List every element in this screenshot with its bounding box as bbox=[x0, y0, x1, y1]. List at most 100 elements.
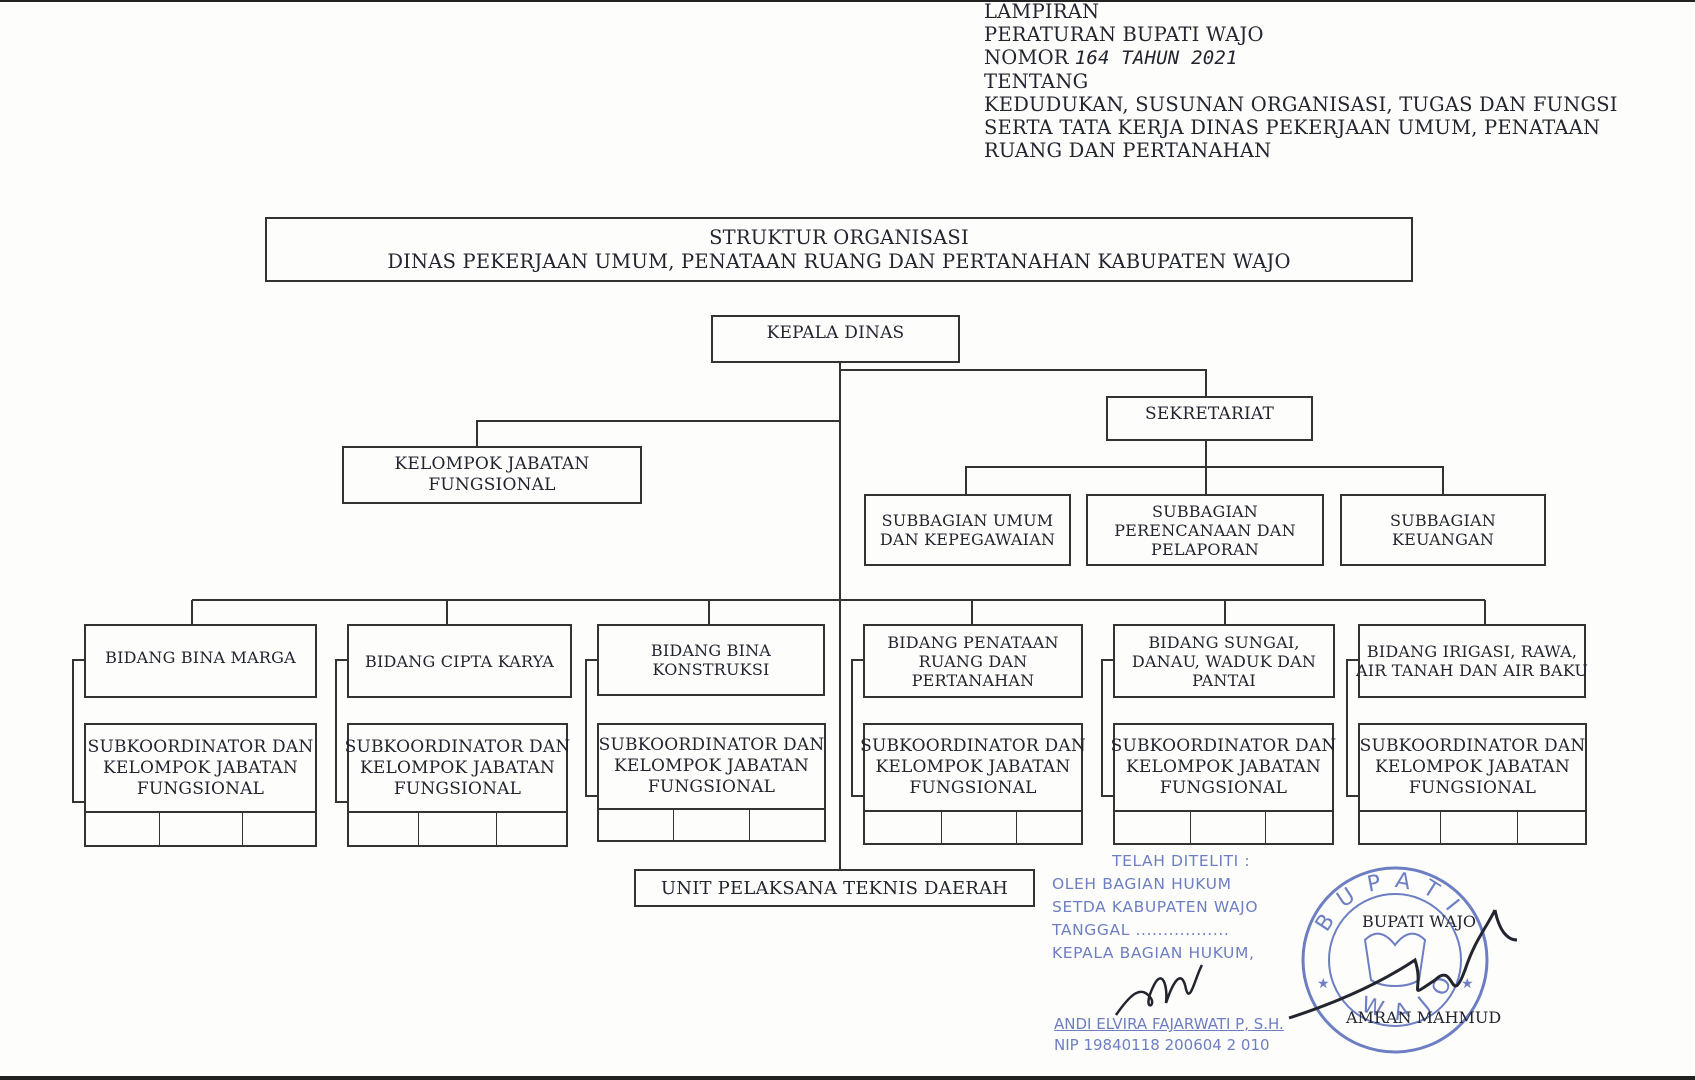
subkoordinator-line3: FUNGSIONAL bbox=[393, 778, 522, 799]
subbagian-keuangan-box: SUBBAGIAN KEUANGAN bbox=[1340, 494, 1546, 566]
header-tentang: TENTANG bbox=[984, 70, 1089, 93]
subkoordinator-box-5: SUBKOORDINATOR DAN KELOMPOK JABATAN FUNG… bbox=[1110, 723, 1337, 812]
header-lampiran: LAMPIRAN bbox=[984, 0, 1100, 23]
subkoordinator-line2: KELOMPOK JABATAN bbox=[614, 756, 809, 776]
sekretariat-label: SEKRETARIAT bbox=[1144, 404, 1275, 424]
subbagian-perencanaan-box: SUBBAGIAN PERENCANAAN DAN PELAPORAN bbox=[1086, 494, 1324, 566]
subdivision-row-4 bbox=[863, 810, 1083, 845]
subbagian-keuangan-line1: SUBBAGIAN bbox=[1390, 511, 1496, 530]
subkoordinator-box-3: SUBKOORDINATOR DAN KELOMPOK JABATAN FUNG… bbox=[597, 723, 826, 810]
uptd-box: UNIT PELAKSANA TEKNIS DAERAH bbox=[634, 869, 1035, 907]
stamp-line3: SETDA KABUPATEN WAJO bbox=[1052, 898, 1259, 916]
bidang-cipta-karya-label: BIDANG CIPTA KARYA bbox=[365, 651, 554, 671]
bidang-penataan-line3: PERTANAHAN bbox=[911, 670, 1035, 690]
bidang-bina-konstruksi-line2: KONSTRUKSI bbox=[652, 660, 770, 679]
legal-officer-nip: NIP 19840118 200604 2 010 bbox=[1054, 1036, 1270, 1054]
kelompok-jabatan-box: KELOMPOK JABATAN FUNGSIONAL bbox=[342, 446, 642, 504]
bupati-seal-icon: BUPATI WAJO ★ ★ bbox=[1301, 866, 1489, 1054]
subbagian-perencanaan-line3: PELAPORAN bbox=[1151, 539, 1259, 559]
bidang-bina-konstruksi-box: BIDANG BINA KONSTRUKSI bbox=[597, 624, 825, 696]
subkoordinator-line1: SUBKOORDINATOR DAN bbox=[344, 736, 571, 757]
bidang-penataan-line1: BIDANG PENATAAN bbox=[887, 632, 1059, 652]
bidang-bina-marga-label: BIDANG BINA MARGA bbox=[105, 648, 296, 667]
kelompok-line1: KELOMPOK JABATAN bbox=[394, 454, 590, 474]
bidang-irigasi-line1: BIDANG IRIGASI, RAWA, bbox=[1366, 642, 1578, 661]
header-peraturan: PERATURAN BUPATI WAJO bbox=[984, 23, 1264, 46]
subbagian-perencanaan-line2: PERENCANAAN DAN bbox=[1114, 520, 1296, 540]
header-subject-3: RUANG DAN PERTANAHAN bbox=[984, 139, 1272, 162]
subdivision-row-2 bbox=[347, 811, 568, 847]
paraf-signature-icon bbox=[1114, 964, 1204, 1016]
stamp-line5: KEPALA BAGIAN HUKUM, bbox=[1052, 944, 1255, 962]
subbagian-keuangan-line2: KEUANGAN bbox=[1391, 530, 1495, 549]
subkoordinator-line2: KELOMPOK JABATAN bbox=[1126, 757, 1321, 777]
sekretariat-box: SEKRETARIAT bbox=[1106, 396, 1313, 441]
bidang-bina-konstruksi-line1: BIDANG BINA bbox=[650, 641, 772, 660]
subkoordinator-line1: SUBKOORDINATOR DAN bbox=[87, 736, 314, 757]
legal-officer-name: ANDI ELVIRA FAJARWATI P, S.H. bbox=[1054, 1015, 1284, 1033]
nomor-label: NOMOR bbox=[984, 46, 1069, 69]
bidang-penataan-line2: RUANG DAN bbox=[918, 651, 1028, 671]
bidang-irigasi-box: BIDANG IRIGASI, RAWA, AIR TANAH DAN AIR … bbox=[1356, 624, 1589, 698]
nomor-value: 164 TAHUN 2021 bbox=[1074, 47, 1238, 69]
subbagian-umum-line1: SUBBAGIAN UMUM bbox=[881, 511, 1054, 530]
subbagian-umum-line2: DAN KEPEGAWAIAN bbox=[879, 530, 1056, 549]
subkoordinator-line3: FUNGSIONAL bbox=[136, 778, 265, 799]
bupati-name: AMRAN MAHMUD bbox=[1346, 1008, 1502, 1027]
kelompok-line2: FUNGSIONAL bbox=[428, 475, 556, 495]
subkoordinator-line1: SUBKOORDINATOR DAN bbox=[1359, 736, 1586, 756]
subkoordinator-line2: KELOMPOK JABATAN bbox=[1375, 757, 1570, 777]
subkoordinator-line2: KELOMPOK JABATAN bbox=[103, 757, 298, 778]
stamp-line4: TANGGAL ................. bbox=[1052, 921, 1230, 939]
subkoordinator-box-2: SUBKOORDINATOR DAN KELOMPOK JABATAN FUNG… bbox=[344, 723, 571, 813]
subdivision-row-5 bbox=[1113, 810, 1334, 845]
subkoordinator-line1: SUBKOORDINATOR DAN bbox=[598, 735, 825, 755]
subdivision-row-3 bbox=[597, 808, 826, 842]
stamp-line1: TELAH DITELITI : bbox=[1112, 852, 1251, 870]
subkoordinator-line1: SUBKOORDINATOR DAN bbox=[860, 736, 1086, 756]
bidang-sungai-box: BIDANG SUNGAI, DANAU, WADUK DAN PANTAI bbox=[1113, 624, 1335, 698]
bupati-signature-icon bbox=[1288, 909, 1518, 1020]
stamp-line2: OLEH BAGIAN HUKUM bbox=[1052, 875, 1232, 893]
kelompok-connector bbox=[476, 420, 840, 446]
subbagian-bus bbox=[965, 466, 1444, 494]
bidang-sungai-line3: PANTAI bbox=[1192, 670, 1256, 690]
subkoordinator-line2: KELOMPOK JABATAN bbox=[360, 757, 555, 778]
subkoordinator-line3: FUNGSIONAL bbox=[647, 777, 776, 797]
bidang-sungai-line1: BIDANG SUNGAI, bbox=[1148, 632, 1300, 652]
subbagian-perencanaan-line1: SUBBAGIAN bbox=[1152, 501, 1258, 521]
legal-officer-block: ANDI ELVIRA FAJARWATI P, S.H. NIP 198401… bbox=[1054, 1014, 1284, 1056]
sekretariat-connector bbox=[840, 369, 1207, 396]
uptd-label: UNIT PELAKSANA TEKNIS DAERAH bbox=[660, 877, 1009, 899]
bottom-border bbox=[0, 1076, 1695, 1080]
chart-title-box: STRUKTUR ORGANISASI DINAS PEKERJAAN UMUM… bbox=[265, 217, 1413, 282]
bidang-penataan-ruang-box: BIDANG PENATAAN RUANG DAN PERTANAHAN bbox=[863, 624, 1083, 698]
subkoordinator-box-4: SUBKOORDINATOR DAN KELOMPOK JABATAN FUNG… bbox=[860, 723, 1086, 812]
svg-text:★: ★ bbox=[1317, 976, 1330, 992]
subkoordinator-line2: KELOMPOK JABATAN bbox=[875, 757, 1071, 777]
kepala-dinas-label: KEPALA DINAS bbox=[766, 323, 905, 343]
legal-review-stamp: TELAH DITELITI : OLEH BAGIAN HUKUM SETDA… bbox=[1052, 850, 1258, 965]
subdivision-row-6 bbox=[1358, 810, 1587, 845]
svg-text:★: ★ bbox=[1461, 976, 1474, 992]
subkoordinator-line3: FUNGSIONAL bbox=[1408, 778, 1537, 798]
subkoordinator-line3: FUNGSIONAL bbox=[909, 778, 1037, 798]
kepala-dinas-box: KEPALA DINAS bbox=[711, 315, 960, 363]
chart-title-line2: DINAS PEKERJAAN UMUM, PENATAAN RUANG DAN… bbox=[387, 249, 1291, 273]
subkoordinator-box-6: SUBKOORDINATOR DAN KELOMPOK JABATAN FUNG… bbox=[1358, 723, 1587, 812]
header-subject-2: SERTA TATA KERJA DINAS PEKERJAAN UMUM, P… bbox=[984, 116, 1601, 139]
header-subject-1: KEDUDUKAN, SUSUNAN ORGANISASI, TUGAS DAN… bbox=[984, 93, 1618, 116]
subkoordinator-line3: FUNGSIONAL bbox=[1159, 778, 1288, 798]
subkoordinator-box-1: SUBKOORDINATOR DAN KELOMPOK JABATAN FUNG… bbox=[84, 723, 317, 813]
subbagian-umum-box: SUBBAGIAN UMUM DAN KEPEGAWAIAN bbox=[864, 494, 1071, 566]
subkoordinator-line1: SUBKOORDINATOR DAN bbox=[1110, 736, 1337, 756]
bidang-cipta-karya-box: BIDANG CIPTA KARYA bbox=[347, 624, 572, 698]
bidang-irigasi-line2: AIR TANAH DAN AIR BAKU bbox=[1356, 661, 1589, 680]
chart-title-line1: STRUKTUR ORGANISASI bbox=[709, 225, 969, 249]
bidang-bina-marga-box: BIDANG BINA MARGA bbox=[84, 624, 317, 698]
bupati-title: BUPATI WAJO bbox=[1362, 912, 1477, 931]
subdivision-row-1 bbox=[84, 811, 317, 847]
